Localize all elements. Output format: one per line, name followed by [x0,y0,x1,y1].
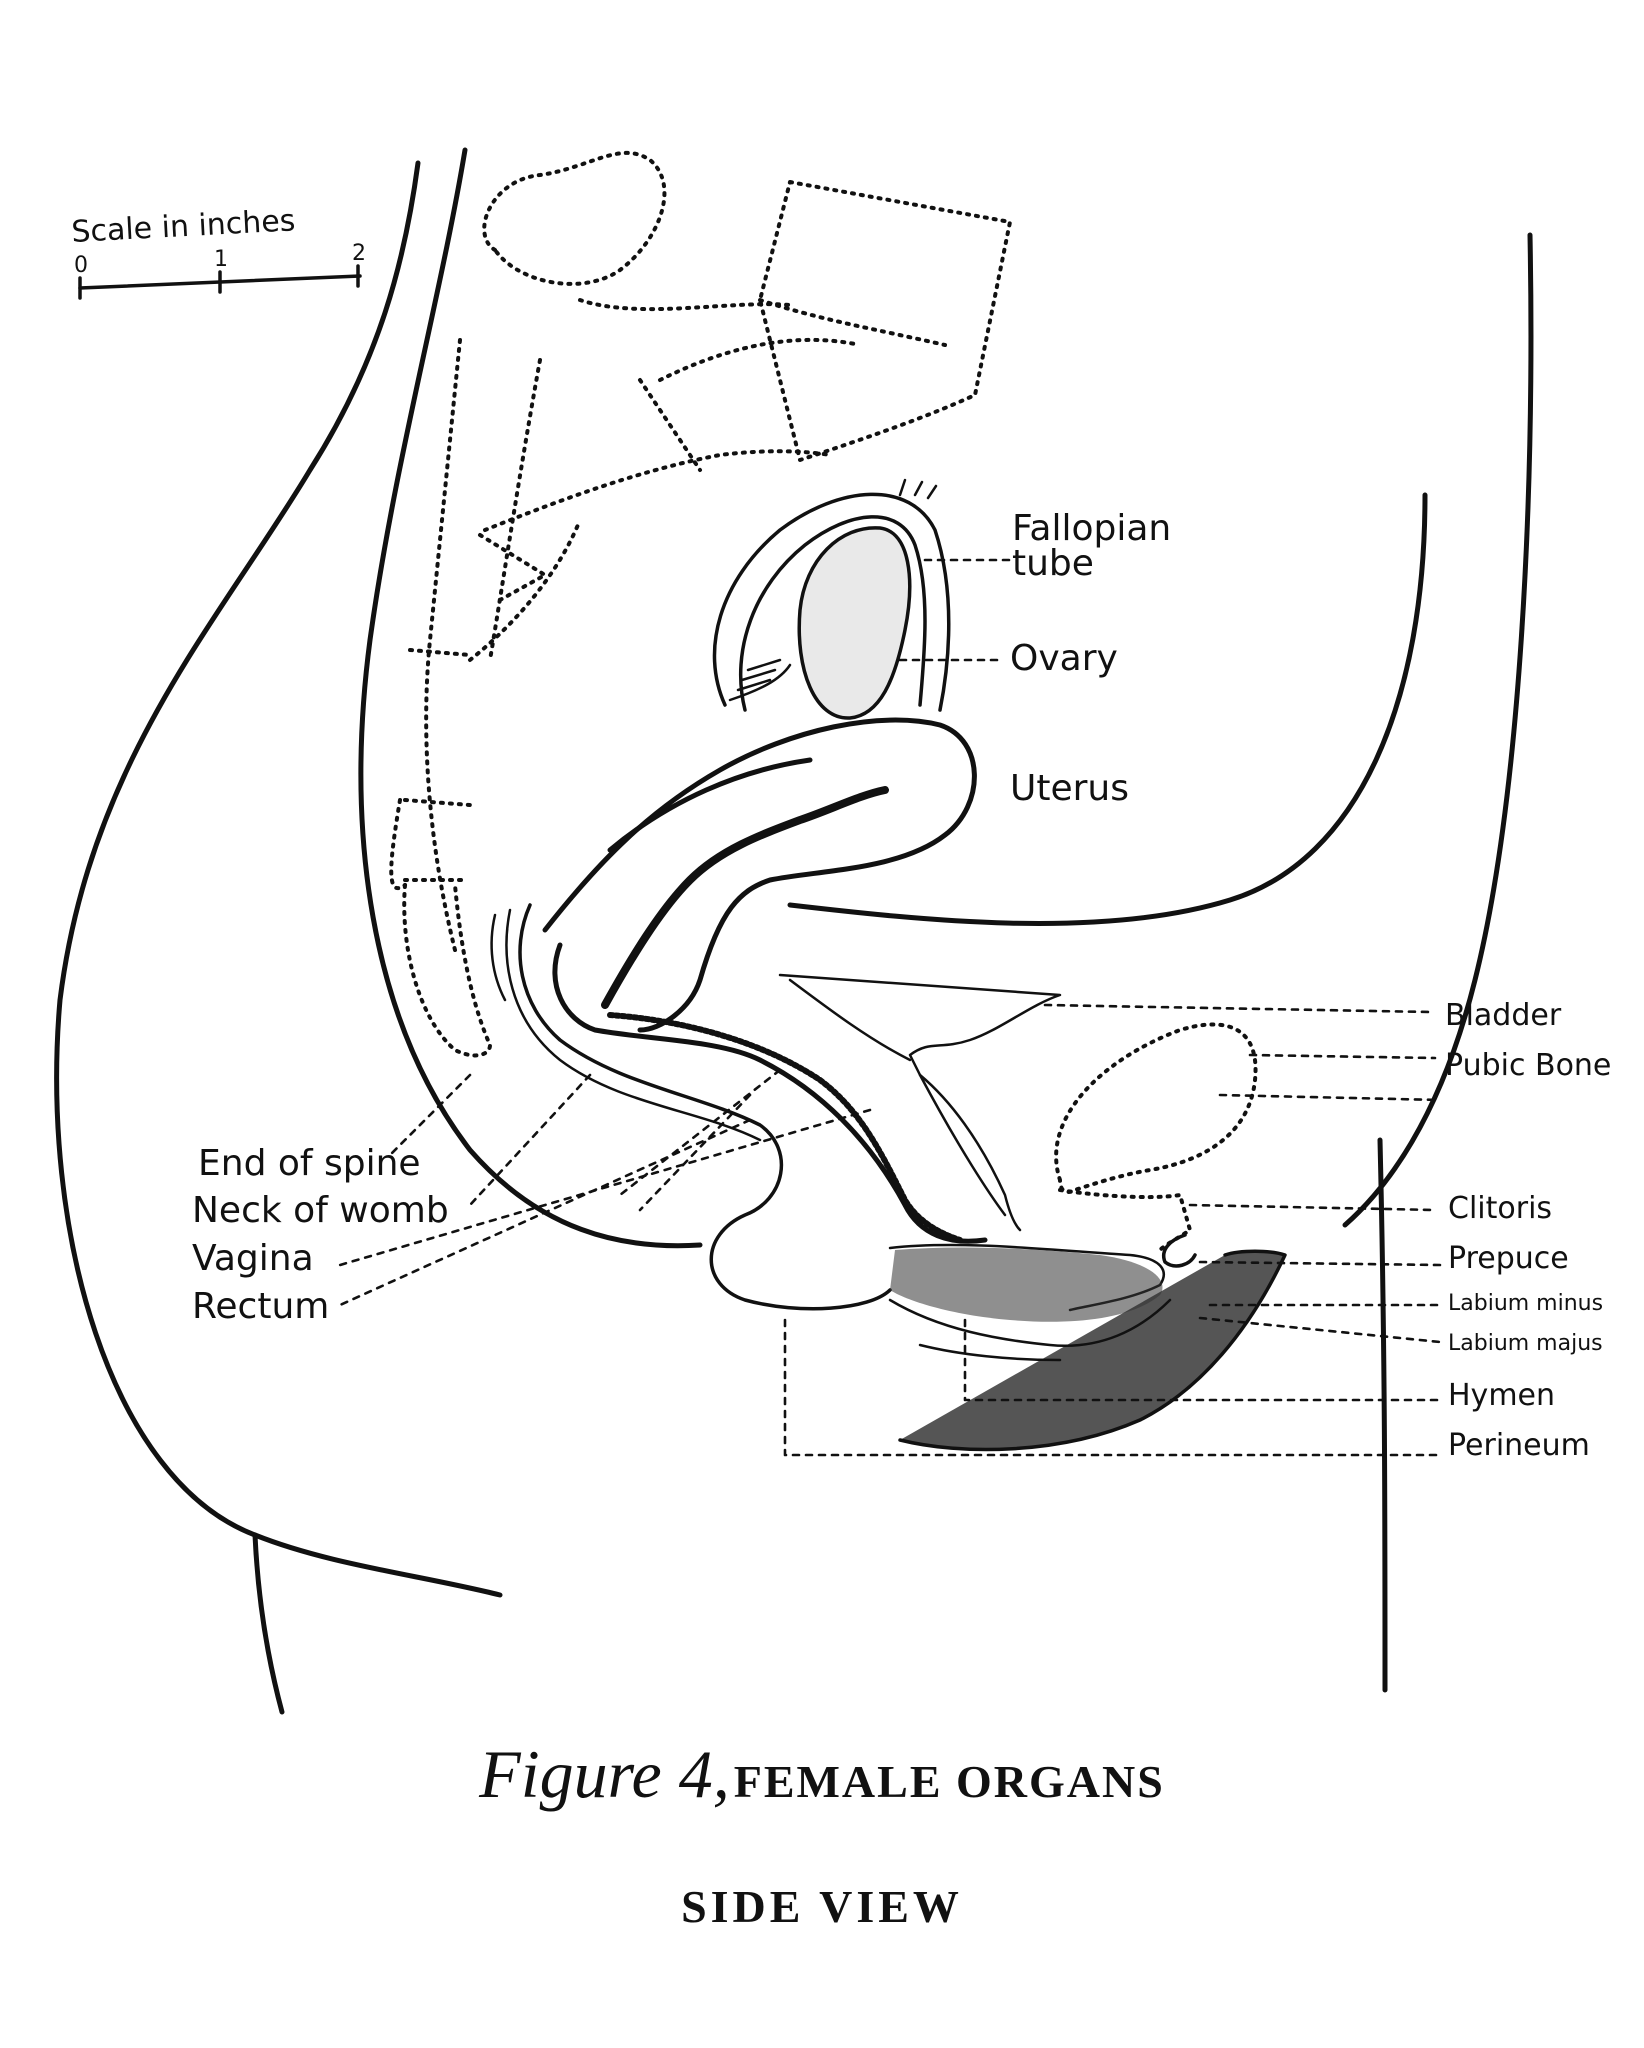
bladder-pubic [778,973,1258,1252]
label-hymen: Hymen [1448,1378,1555,1413]
label-clitoris: Clitoris [1448,1191,1552,1226]
label-perineum: Perineum [1448,1428,1590,1463]
pubic-bone [1054,1022,1258,1194]
figure-subtitle: SIDE VIEW [681,1881,963,1932]
figure-title: FEMALE ORGANS [733,1756,1165,1807]
scale-tick-1: 1 [214,247,228,272]
bladder [778,973,1062,1232]
scale-bar: 0 1 2 Scale in inches [71,203,366,300]
label-ovary: Ovary [1010,638,1118,679]
label-fallopian: Fallopian [1012,508,1171,549]
body-outline [54,147,1534,1715]
scale-label: Scale in inches [71,203,297,250]
label-labium-majus: Labium majus [1448,1331,1603,1356]
scale-tick-2: 2 [352,241,366,266]
scale-tick-0: 0 [74,253,88,278]
ovary-fallopian [712,478,951,720]
label-rectum: Rectum [192,1286,329,1327]
figure-number: Figure 4, [479,1736,730,1812]
label-tube: tube [1012,543,1094,584]
ovary [797,526,912,720]
figure-caption: Figure 4, FEMALE ORGANS [0,1735,1644,1814]
right-labels: Fallopian tube Ovary Uterus Bladder Pubi… [1010,508,1611,1463]
label-bladder: Bladder [1445,998,1562,1033]
external-genitalia [888,1233,1287,1452]
left-labels: End of spine Neck of womb Vagina Rectum [192,1143,449,1327]
label-labium-minus: Labium minus [1448,1291,1603,1316]
label-vagina: Vagina [192,1238,314,1279]
label-end-of-spine: End of spine [198,1143,421,1184]
uterus [542,717,977,1033]
spine-sacrum [389,150,1012,1058]
leader-lines [338,558,1442,1457]
label-uterus: Uterus [1010,768,1129,809]
pelvic-canals [490,903,988,1311]
label-prepuce: Prepuce [1448,1241,1569,1276]
label-pubic-bone: Pubic Bone [1445,1048,1611,1083]
label-neck-of-womb: Neck of womb [192,1190,449,1231]
